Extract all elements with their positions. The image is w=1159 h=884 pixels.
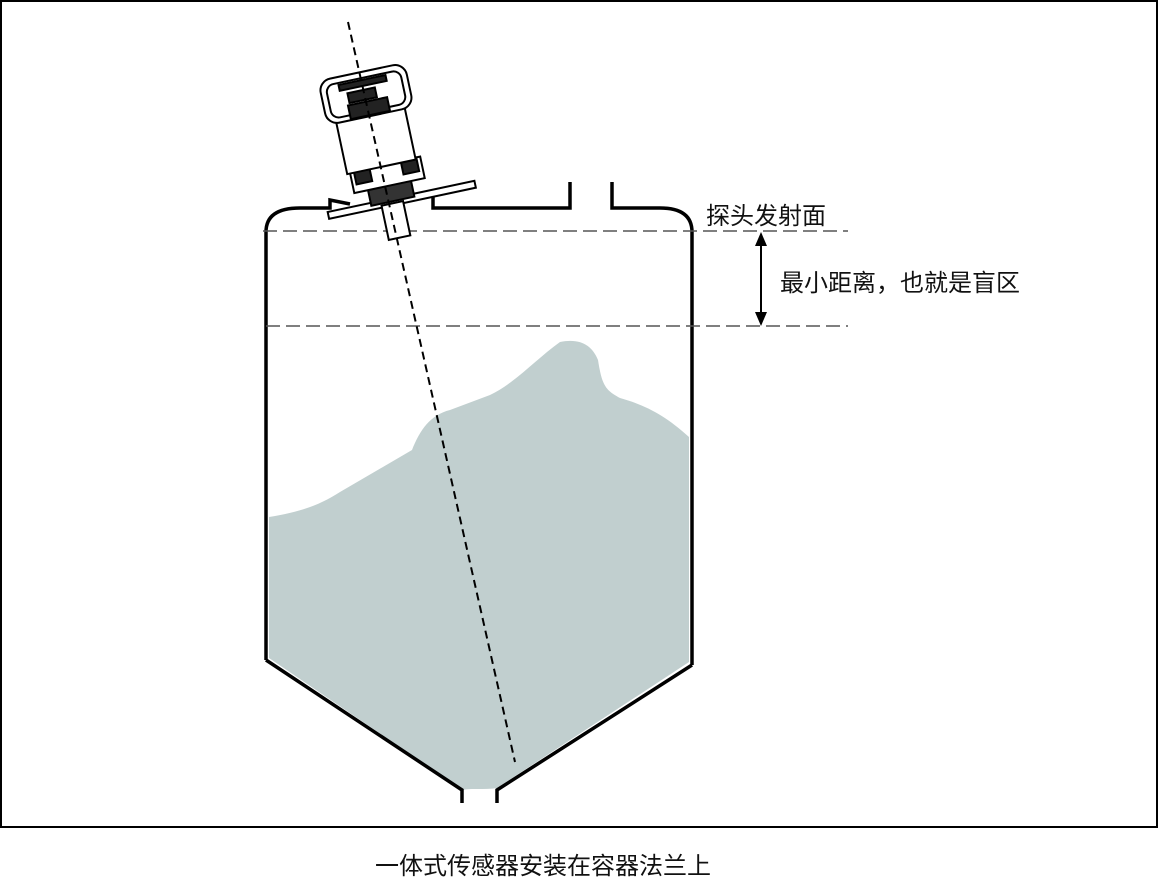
antenna (380, 199, 412, 242)
caption: 一体式传感器安装在容器法兰上 (375, 852, 711, 880)
material-fill (269, 340, 689, 790)
radar-beam-axis (347, 21, 516, 763)
min-distance-label: 最小距离，也就是盲区 (780, 269, 1020, 297)
distance-arrow (755, 232, 767, 326)
probe-face-label: 探头发射面 (706, 202, 826, 230)
frame-border (0, 0, 1158, 828)
reference-lines (263, 230, 848, 327)
radar-sensor (319, 64, 478, 242)
